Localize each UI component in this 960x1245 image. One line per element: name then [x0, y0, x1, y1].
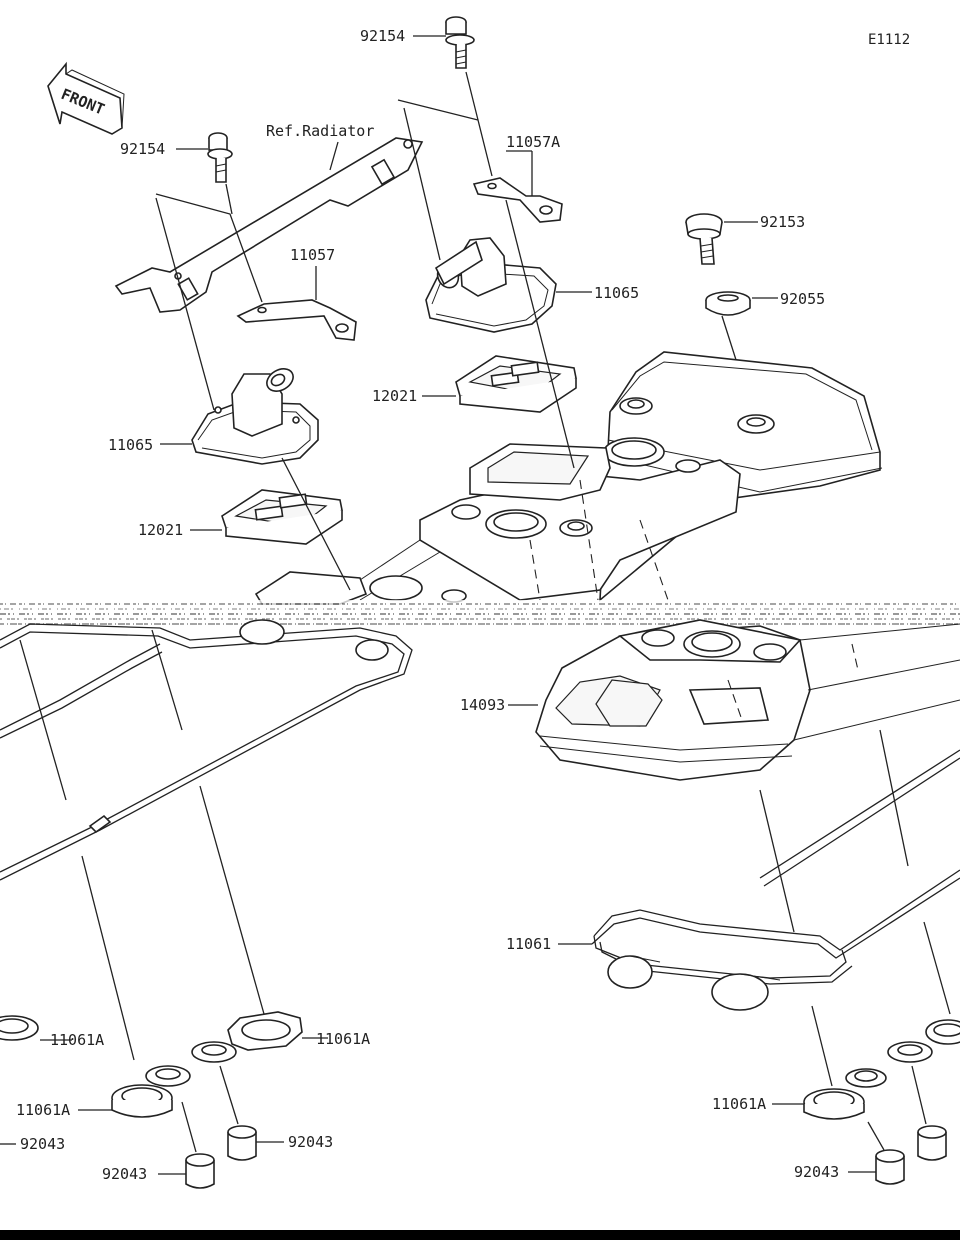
part-11057A [472, 177, 563, 223]
callout-11061A-right: 11061A [712, 1095, 766, 1113]
seal-11061A-right [803, 1019, 960, 1120]
callout-12021-upper: 12021 [372, 387, 417, 405]
collar-92043-a [185, 1153, 215, 1189]
part-11061 [591, 749, 960, 1011]
callout-12021-left: 12021 [138, 521, 183, 539]
front-arrow-icon: FRONT [47, 61, 125, 135]
bolt-92153 [685, 213, 723, 265]
collar-92043-c [875, 1149, 905, 1185]
callout-11061: 11061 [506, 935, 551, 953]
bolt-92154-left [207, 132, 233, 183]
washer-92055 [705, 291, 751, 316]
callout-11061A-left: 11061A [50, 1031, 104, 1049]
callout-11065-left: 11065 [108, 436, 153, 454]
callout-92043-mid: 92043 [288, 1133, 333, 1151]
scan-noise-band [0, 600, 960, 630]
callout-92043-right: 92043 [794, 1163, 839, 1181]
callout-92055: 92055 [780, 290, 825, 308]
seal-11061A-large [227, 1011, 303, 1051]
callout-92154-top: 92154 [360, 27, 405, 45]
radiator-bracket [114, 137, 424, 313]
part-11065-left [191, 368, 319, 465]
callout-11061A-ring: 11061A [16, 1101, 70, 1119]
head-cover-gasket-left [0, 619, 413, 881]
part-14093 [535, 619, 960, 781]
part-12021-left [221, 489, 343, 545]
callout-92154-left: 92154 [120, 140, 165, 158]
callout-11061A-mid: 11061A [316, 1030, 370, 1048]
figure-code: E1112 [868, 32, 910, 48]
seal-11061A-left-edge [0, 1015, 39, 1041]
callout-92043-edge: 92043 [20, 1135, 65, 1153]
ref-radiator-label: Ref.Radiator [266, 122, 374, 140]
callout-11057A: 11057A [506, 133, 560, 151]
callout-11057: 11057 [290, 246, 335, 264]
callout-11065-upper: 11065 [594, 284, 639, 302]
seal-11061A-small-pair [145, 1041, 237, 1087]
part-12021-upper [455, 355, 577, 413]
collar-92043-d [917, 1125, 947, 1161]
bolt-92154-top [445, 16, 475, 69]
part-11057 [236, 299, 357, 341]
bottom-border-bar [0, 1230, 960, 1240]
seal-11061A-ring [111, 1084, 173, 1118]
collar-92043-b [227, 1125, 257, 1161]
callout-92153: 92153 [760, 213, 805, 231]
callout-14093: 14093 [460, 696, 505, 714]
part-11065-upper [425, 237, 557, 333]
callout-92043-left: 92043 [102, 1165, 147, 1183]
